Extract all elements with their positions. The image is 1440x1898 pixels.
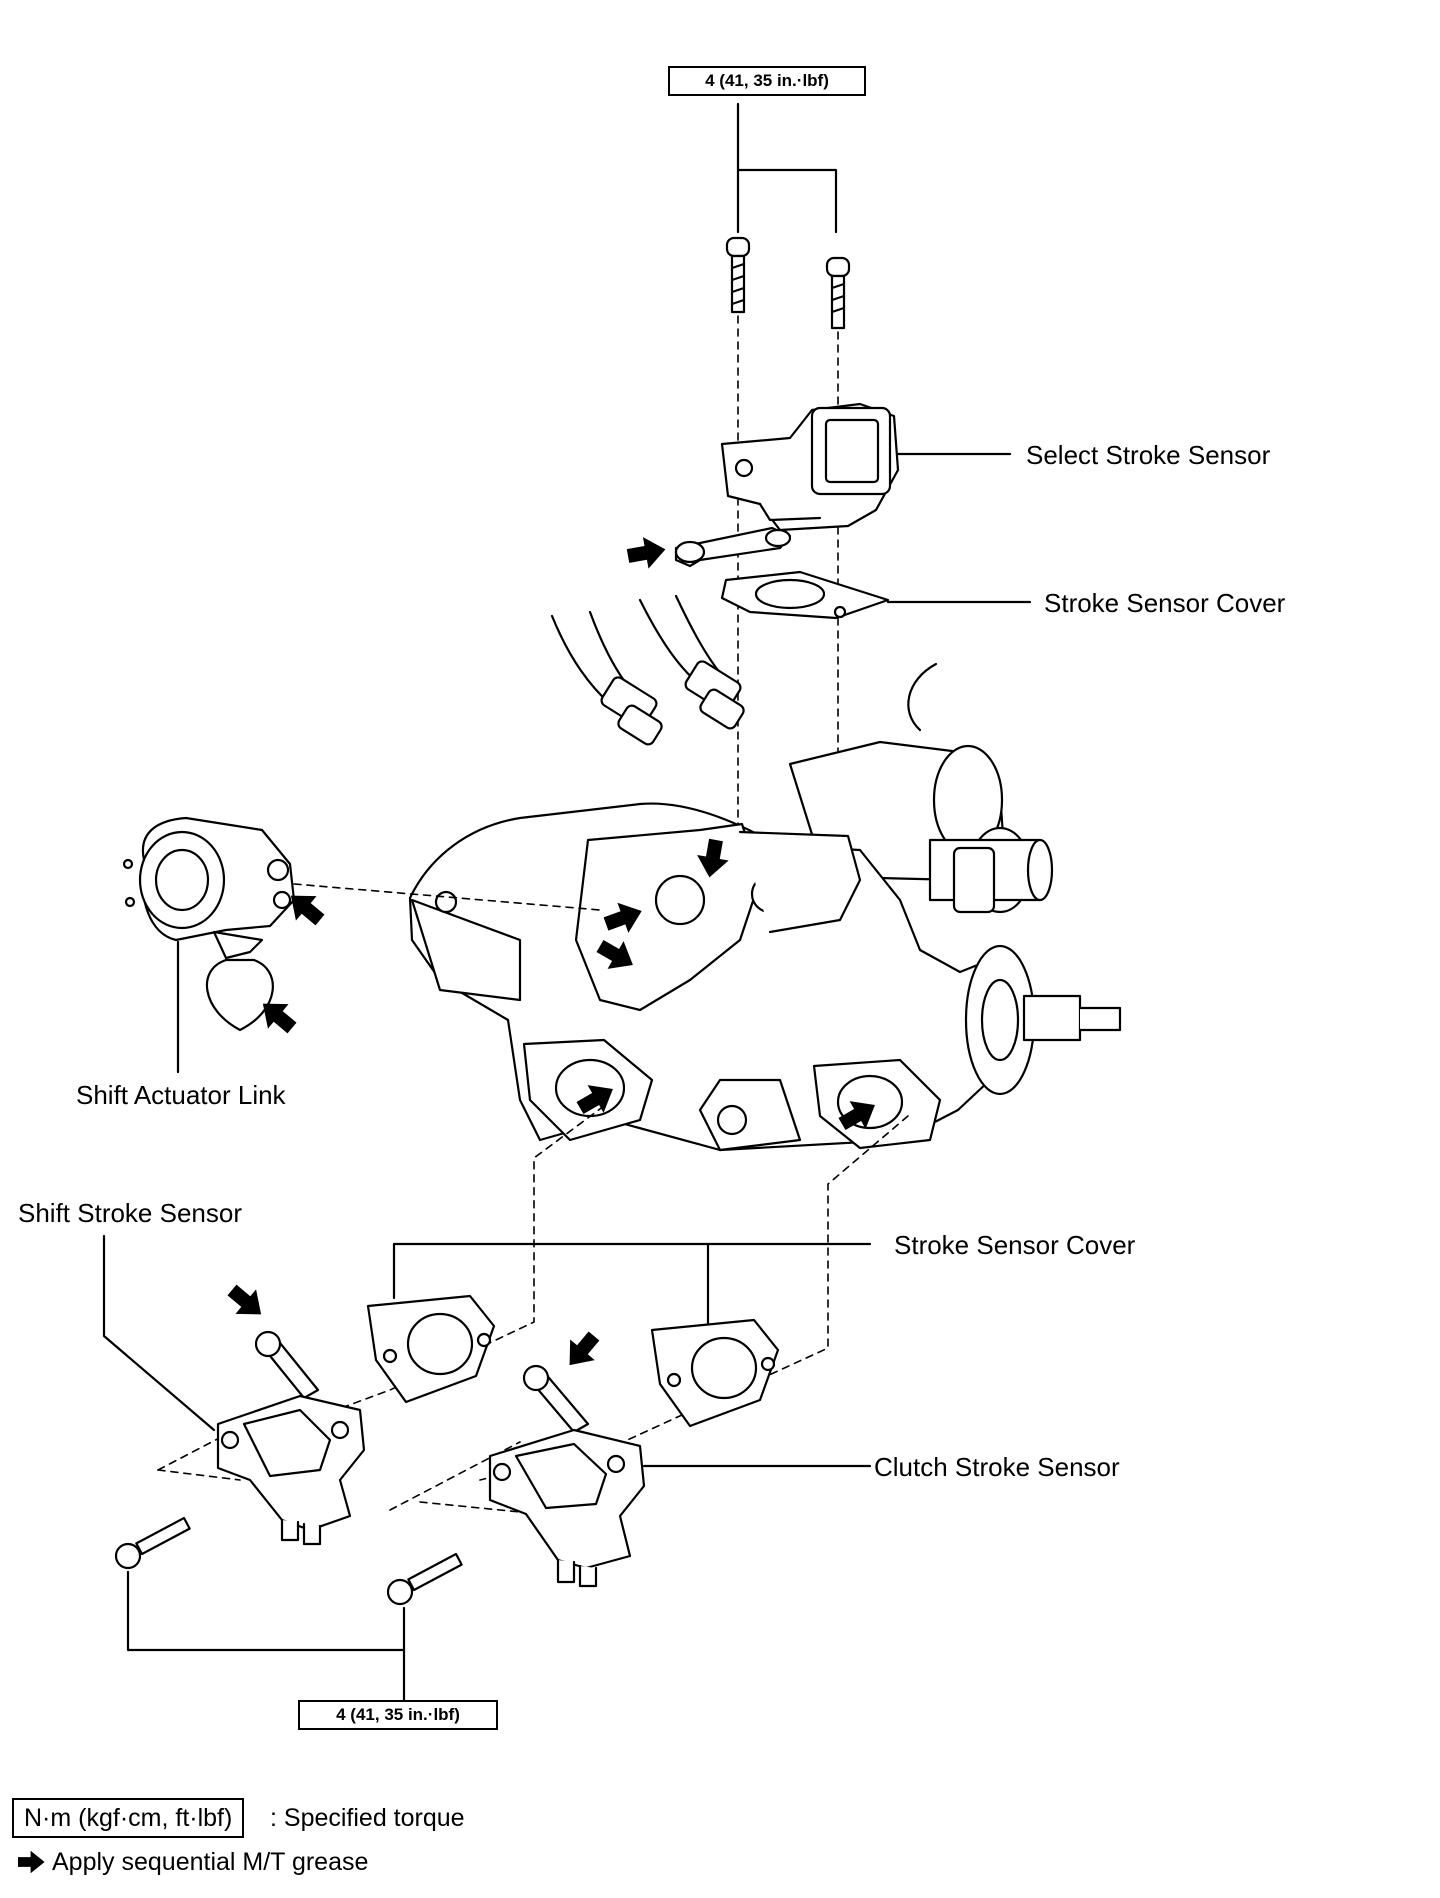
torque-spec-top: 4 (41, 35 in.·lbf) [668, 66, 866, 96]
hoses [550, 594, 938, 746]
top-bolt-left [725, 236, 751, 314]
label-shift-stroke-sensor: Shift Stroke Sensor [18, 1198, 242, 1228]
top-bolt-right [825, 256, 851, 330]
label-stroke-sensor-cover-top: Stroke Sensor Cover [1044, 588, 1286, 618]
shift-sensor-leader [102, 1234, 216, 1432]
clutch-sensor-bolt [386, 1552, 463, 1606]
label-shift-actuator-link: Shift Actuator Link [76, 1080, 286, 1110]
actuator-body [408, 740, 1122, 1152]
clutch-stroke-sensor-shape [488, 1364, 646, 1588]
label-stroke-sensor-cover-bottom: Stroke Sensor Cover [894, 1230, 1136, 1260]
legend-torque-unit: N·m (kgf·cm, ft·lbf) [12, 1798, 245, 1838]
bottom-stroke-sensor-cover-right [650, 1318, 780, 1428]
top-bolt-callout-lines [736, 102, 838, 234]
top-stroke-sensor-cover [720, 570, 890, 620]
bottom-bolt-callout-lines [126, 1570, 406, 1702]
right-arrow-icon [18, 1850, 45, 1874]
label-clutch-stroke-sensor: Clutch Stroke Sensor [874, 1452, 1120, 1482]
legend-torque-desc: : Specified torque [270, 1804, 465, 1832]
select-stroke-sensor-shape [674, 402, 900, 568]
bottom-covers-bracket [392, 1242, 872, 1332]
shift-stroke-sensor-shape [216, 1330, 366, 1546]
shift-actuator-link-shape [122, 816, 296, 1032]
bottom-stroke-sensor-cover-left [366, 1294, 496, 1404]
torque-spec-bottom: 4 (41, 35 in.·lbf) [298, 1700, 498, 1730]
shift-sensor-bolt [114, 1516, 191, 1570]
legend-grease-desc: Apply sequential M/T grease [52, 1848, 369, 1876]
label-select-stroke-sensor: Select Stroke Sensor [1026, 440, 1271, 470]
